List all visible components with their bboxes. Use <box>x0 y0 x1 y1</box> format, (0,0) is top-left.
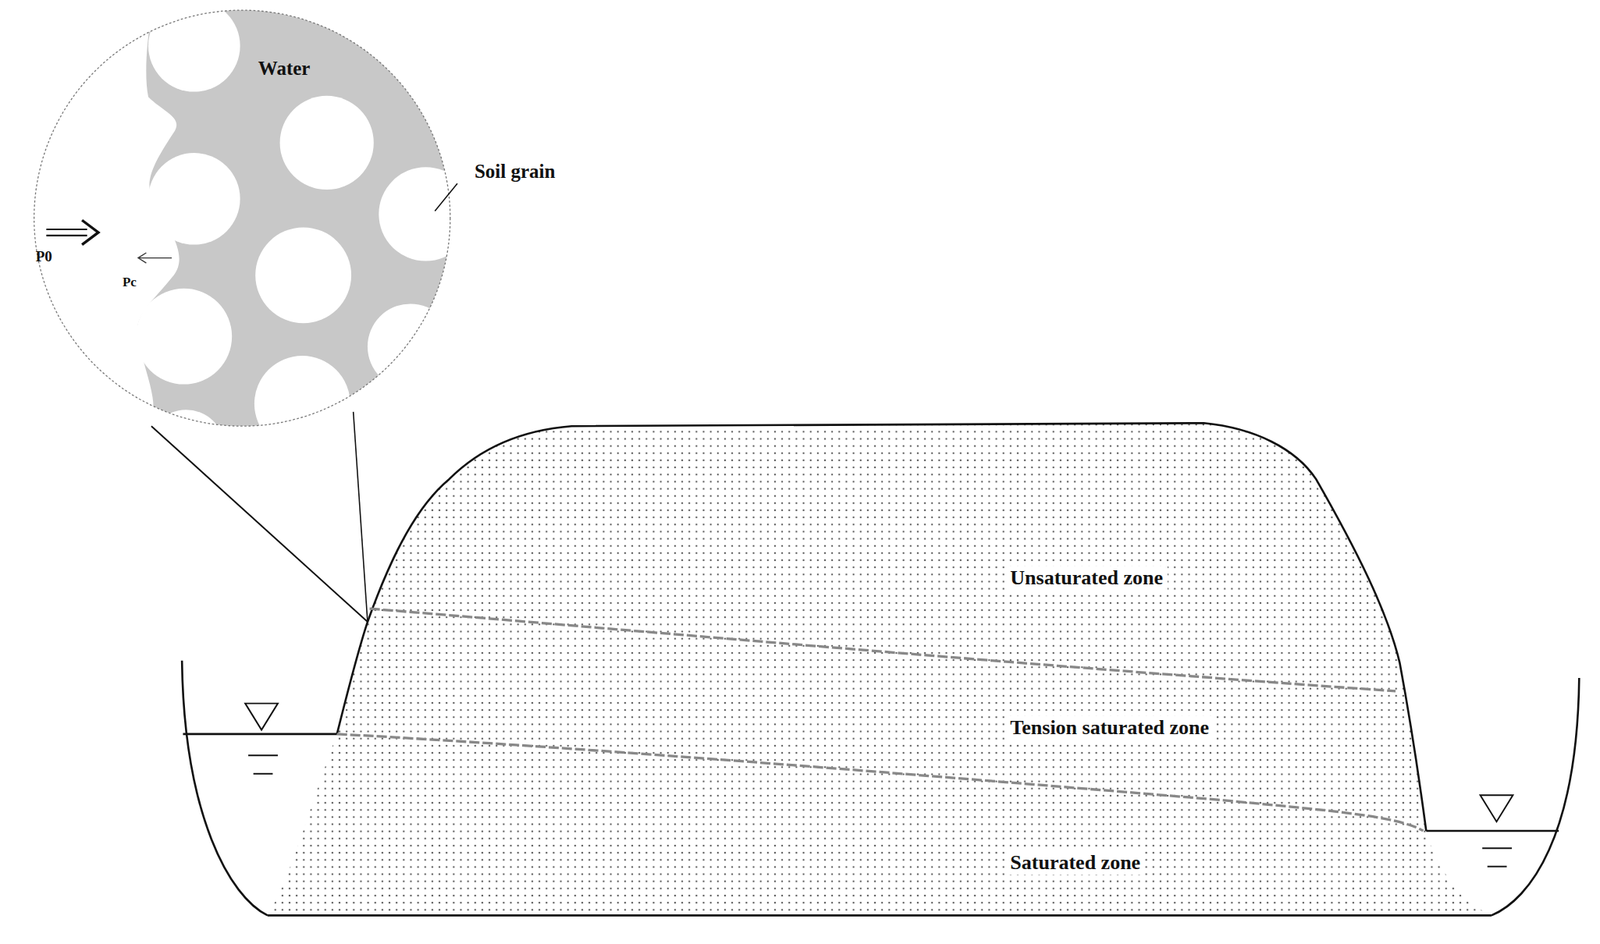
water-level-symbol <box>1480 795 1514 822</box>
water-level-symbol <box>1487 866 1508 868</box>
right-water-level <box>1425 830 1559 833</box>
capillary-arrow <box>138 257 172 259</box>
water-level-symbol <box>248 754 278 757</box>
pressure-label: P0 <box>35 248 53 266</box>
water-level-symbol <box>253 773 274 776</box>
capillary-fringe-line <box>369 608 1397 692</box>
water-label: Water <box>258 57 311 80</box>
soil-grain-label: Soil grain <box>474 160 556 183</box>
water-table-line <box>337 734 1424 832</box>
zone-label: Tension saturated zone <box>1005 716 1214 741</box>
base-line <box>267 914 1492 918</box>
pressure-arrow <box>46 228 87 231</box>
pore-inset <box>21 0 473 488</box>
soil-mound <box>267 423 1492 916</box>
water-level-symbol <box>245 704 278 731</box>
inset-outline <box>34 10 451 427</box>
water-level-symbol <box>1482 847 1512 850</box>
mound-outline <box>337 423 1427 832</box>
capillary-arrow <box>138 252 146 264</box>
zone-label: Unsaturated zone <box>1005 566 1168 591</box>
leader-line <box>434 183 458 211</box>
left-channel <box>181 661 268 917</box>
soil-grains <box>135 0 473 488</box>
zone-label: Saturated zone <box>1005 851 1145 876</box>
pressure-arrow <box>81 220 99 245</box>
pressure-arrow <box>46 234 87 237</box>
zoom-line <box>353 412 368 623</box>
left-water-level <box>182 733 337 736</box>
capillary-pressure-label: Pc <box>122 275 137 291</box>
zoom-line <box>151 426 368 623</box>
